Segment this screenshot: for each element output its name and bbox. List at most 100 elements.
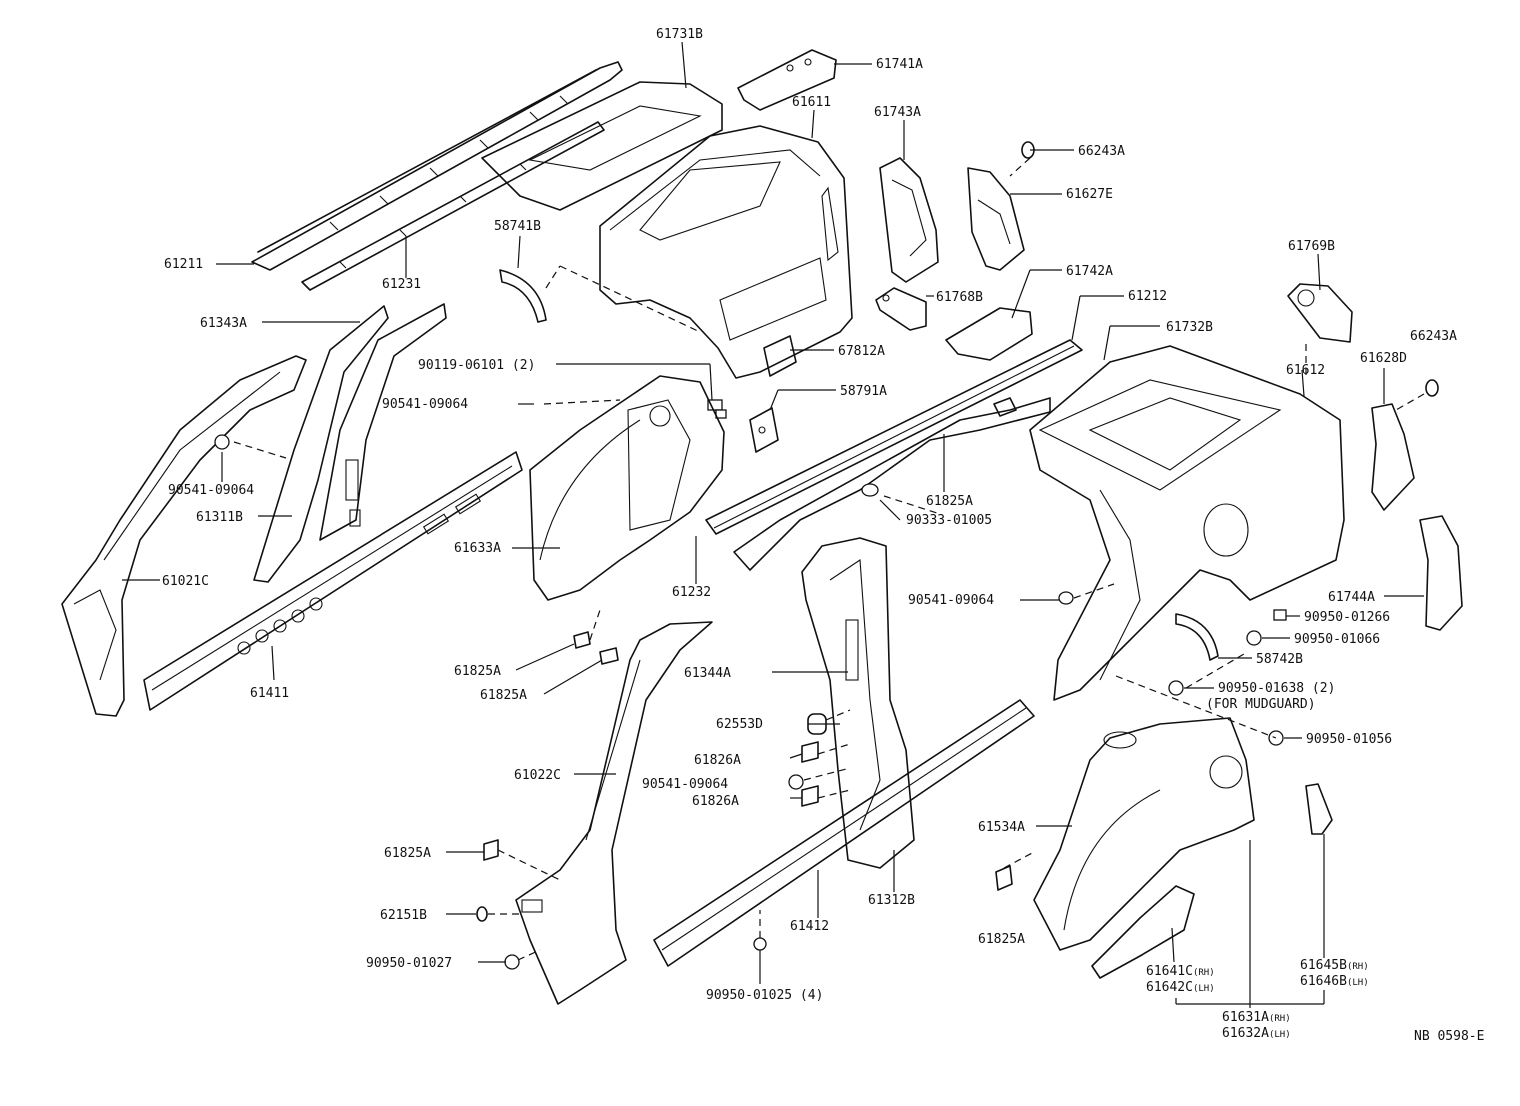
label-61311b: 61311B xyxy=(196,510,243,525)
bracket-61627e-drawing xyxy=(967,167,1025,271)
label-61741a: 61741A xyxy=(876,57,923,72)
diagram-code: NB 0598-E xyxy=(1414,1029,1484,1044)
label-61631a-side: (RH) xyxy=(1269,1014,1291,1024)
clip-90950-01025-drawing xyxy=(753,937,767,951)
bracket-61741a-drawing xyxy=(737,49,837,111)
label-61021c: 61021C xyxy=(162,574,209,589)
label-61645b: 61645B(RH) xyxy=(1300,958,1369,973)
label-90950-01027: 90950-01027 xyxy=(366,956,452,971)
label-61312b: 61312B xyxy=(868,893,915,908)
wheelhouse-rh-drawing xyxy=(1033,717,1255,951)
label-61825a-e: 61825A xyxy=(978,932,1025,947)
label-90950-01056: 90950-01056 xyxy=(1306,732,1392,747)
label-90119-06101: 90119-06101 (2) xyxy=(418,358,535,373)
front-pillar-rh-drawing xyxy=(515,621,713,1005)
bracket-61744a-drawing xyxy=(1419,515,1463,631)
label-90950-01638: 90950-01638 (2) xyxy=(1218,681,1335,696)
bracket-61768b-drawing xyxy=(875,287,927,331)
label-61742a: 61742A xyxy=(1066,264,1113,279)
label-61212: 61212 xyxy=(1128,289,1167,304)
label-90541-09064-c: 90541-09064 xyxy=(908,593,994,608)
label-66243a-top: 66243A xyxy=(1078,144,1125,159)
label-61534a: 61534A xyxy=(978,820,1025,835)
label-61642c-side: (LH) xyxy=(1193,984,1215,994)
label-61641c: 61641C(RH) xyxy=(1146,964,1215,979)
label-61826a-b: 61826A xyxy=(692,794,739,809)
label-61645b-side: (RH) xyxy=(1347,962,1369,972)
inner-rail-61232-drawing xyxy=(733,397,1051,571)
gusset-61645b-drawing xyxy=(1305,783,1333,835)
label-90541-09064-b: 90541-09064 xyxy=(168,483,254,498)
label-61628d: 61628D xyxy=(1360,351,1407,366)
quarter-panel-lh-drawing xyxy=(599,125,853,379)
label-61231: 61231 xyxy=(382,277,421,292)
label-61825a-d: 61825A xyxy=(384,846,431,861)
label-61411: 61411 xyxy=(250,686,289,701)
label-61825a-b: 61825A xyxy=(454,664,501,679)
label-for-mudguard: (FOR MUDGUARD) xyxy=(1206,697,1316,712)
label-61211: 61211 xyxy=(164,257,203,272)
quarter-panel-rh-drawing xyxy=(1029,345,1345,701)
patch-61825a-mid-b-drawing xyxy=(599,647,619,665)
extension-61641c-drawing xyxy=(1091,885,1195,979)
label-61412: 61412 xyxy=(790,919,829,934)
label-66243a-right: 66243A xyxy=(1410,329,1457,344)
roof-side-rail-rh-drawing xyxy=(705,339,1083,535)
patch-61826a-a-drawing xyxy=(801,741,819,763)
plug-90541-09064-left-drawing xyxy=(214,434,230,450)
seal-58742b-drawing xyxy=(1175,613,1219,661)
patch-61825a-center-drawing xyxy=(993,397,1017,417)
plug-66243a-right-drawing xyxy=(1425,379,1439,397)
patch-61826a-b-drawing xyxy=(801,785,819,807)
rocker-panel-lh-drawing xyxy=(143,451,523,711)
center-pillar-inner-drawing xyxy=(253,303,447,583)
label-61344a: 61344A xyxy=(684,666,731,681)
label-61825a-c: 61825A xyxy=(480,688,527,703)
label-61611: 61611 xyxy=(792,95,831,110)
label-61743a: 61743A xyxy=(874,105,921,120)
label-61826a-a: 61826A xyxy=(694,753,741,768)
label-61343a: 61343A xyxy=(200,316,247,331)
label-90541-09064-d: 90541-09064 xyxy=(642,777,728,792)
cover-67812a-drawing xyxy=(763,335,797,377)
plug-90541-09064-mid-drawing xyxy=(788,774,804,790)
label-61825a-a: 61825A xyxy=(926,494,973,509)
plug-90950-01027-drawing xyxy=(504,954,520,970)
bracket-61769b-drawing xyxy=(1287,283,1353,343)
nut-90950-01066-drawing xyxy=(1246,630,1262,646)
wheelhouse-inner-lh-drawing xyxy=(529,375,725,601)
label-90950-01066: 90950-01066 xyxy=(1294,632,1380,647)
label-61642c: 61642C(LH) xyxy=(1146,980,1215,995)
label-61631a: 61631A(RH) xyxy=(1222,1010,1291,1025)
label-61744a: 61744A xyxy=(1328,590,1375,605)
label-61641c-side: (RH) xyxy=(1193,968,1215,978)
label-61022c: 61022C xyxy=(514,768,561,783)
label-61633a: 61633A xyxy=(454,541,501,556)
bracket-61628d-drawing xyxy=(1371,403,1415,511)
label-90950-01266: 90950-01266 xyxy=(1304,610,1390,625)
nut-90950-01266-drawing xyxy=(1273,609,1287,621)
center-pillar-outer-drawing xyxy=(801,537,915,869)
label-61731b: 61731B xyxy=(656,27,703,42)
patch-61825a-low-left-drawing xyxy=(483,839,499,861)
front-pillar-lh-drawing xyxy=(61,355,307,717)
label-90950-01025: 90950-01025 (4) xyxy=(706,988,823,1003)
bracket-58791a-drawing xyxy=(749,407,779,453)
plug-90541-09064-right-drawing xyxy=(1058,591,1074,605)
label-61769b: 61769B xyxy=(1288,239,1335,254)
label-61632a-side: (LH) xyxy=(1269,1030,1291,1040)
label-67812a: 67812A xyxy=(838,344,885,359)
patch-61825a-mid-a-drawing xyxy=(573,631,591,649)
label-61232: 61232 xyxy=(672,585,711,600)
label-90333-01005: 90333-01005 xyxy=(906,513,992,528)
leader-lines xyxy=(122,41,1424,1008)
label-58742b: 58742B xyxy=(1256,652,1303,667)
plug-62151b-drawing xyxy=(476,906,488,922)
label-62553d: 62553D xyxy=(716,717,763,732)
label-58741b: 58741B xyxy=(494,219,541,234)
label-61768b: 61768B xyxy=(936,290,983,305)
roof-side-rail-outer-drawing xyxy=(251,61,623,271)
reinforcement-61743a-drawing xyxy=(879,157,939,283)
label-62151b: 62151B xyxy=(380,908,427,923)
